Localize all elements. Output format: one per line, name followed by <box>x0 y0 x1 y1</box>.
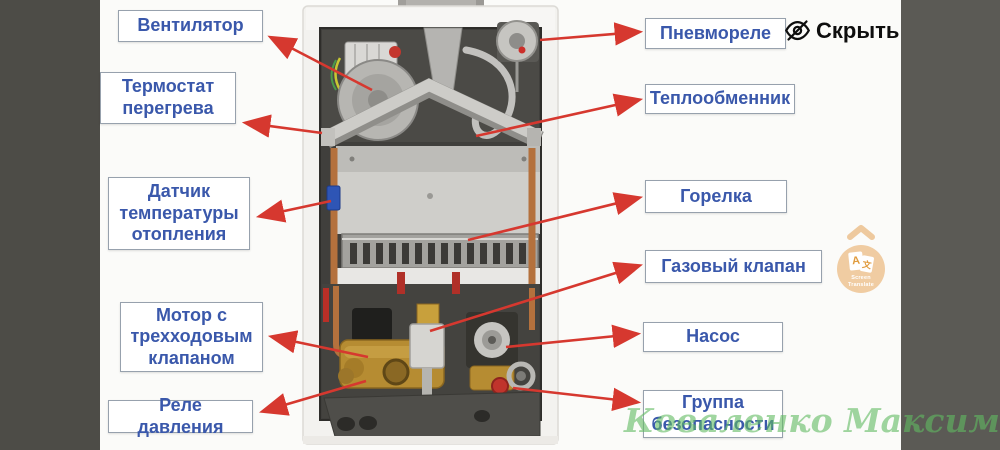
gas-valve-illustration <box>409 303 445 398</box>
chevron-up-icon[interactable] <box>834 224 888 240</box>
three-way-valve-motor-illustration <box>352 308 392 342</box>
label-heat-exchanger: Теплообменник <box>645 84 795 114</box>
label-three-way-valve-motor: Мотор с трехходовым клапаном <box>120 302 263 372</box>
letterbox-right <box>901 0 1000 450</box>
arrow-to-three-way-valve-motor-label <box>267 330 369 359</box>
burner-illustration <box>341 233 539 269</box>
label-gas-valve: Газовый клапан <box>645 250 822 283</box>
eye-off-icon <box>784 17 811 44</box>
screen-translate-button[interactable]: A 文 Screen Translate <box>837 245 885 293</box>
label-pressure-relay: Реле давления <box>108 395 253 437</box>
arrow-to-fan-label <box>267 35 373 92</box>
label-burner: Горелка <box>645 180 787 213</box>
hydraulic-compartment <box>322 272 541 441</box>
combustion-chamber-top <box>321 77 544 149</box>
label-pump: Насос <box>643 322 783 352</box>
label-overheat-thermostat: Термостат перегрева <box>100 72 236 124</box>
side-pipes <box>326 148 536 284</box>
label-fan: Вентилятор <box>118 10 263 42</box>
heat-exchanger-illustration <box>336 146 540 234</box>
translate-icon: A 文 <box>848 251 875 274</box>
heating-temp-sensor-illustration <box>326 185 341 211</box>
label-safety-group: Группа безопасности <box>643 390 783 438</box>
arrow-to-burner-label <box>467 192 644 242</box>
letterbox-left <box>0 0 100 450</box>
label-pneumatic-relay: Пневмореле <box>645 18 786 49</box>
arrow-to-heat-exchanger-label <box>475 93 644 138</box>
screen-translate-widget[interactable]: A 文 Screen Translate <box>834 224 888 293</box>
hide-button-label: Скрыть <box>816 17 900 43</box>
screen-translate-label: Screen Translate <box>848 275 874 288</box>
arrow-to-overheat-thermostat-label <box>241 114 323 138</box>
pump-illustration <box>466 312 518 391</box>
pneumatic-relay-illustration <box>496 20 539 92</box>
arrow-to-pump-label <box>505 324 642 349</box>
arrow-to-safety-group-label <box>512 386 642 411</box>
arrow-to-pressure-relay-label <box>259 379 367 416</box>
hide-button[interactable]: Скрыть <box>784 17 899 44</box>
label-heating-temp-sensor: Датчик температуры отопления <box>108 177 250 250</box>
arrow-to-pneumatic-relay-label <box>539 22 644 46</box>
arrow-to-heating-temp-sensor-label <box>255 199 332 223</box>
arrow-to-gas-valve-label <box>429 261 643 333</box>
